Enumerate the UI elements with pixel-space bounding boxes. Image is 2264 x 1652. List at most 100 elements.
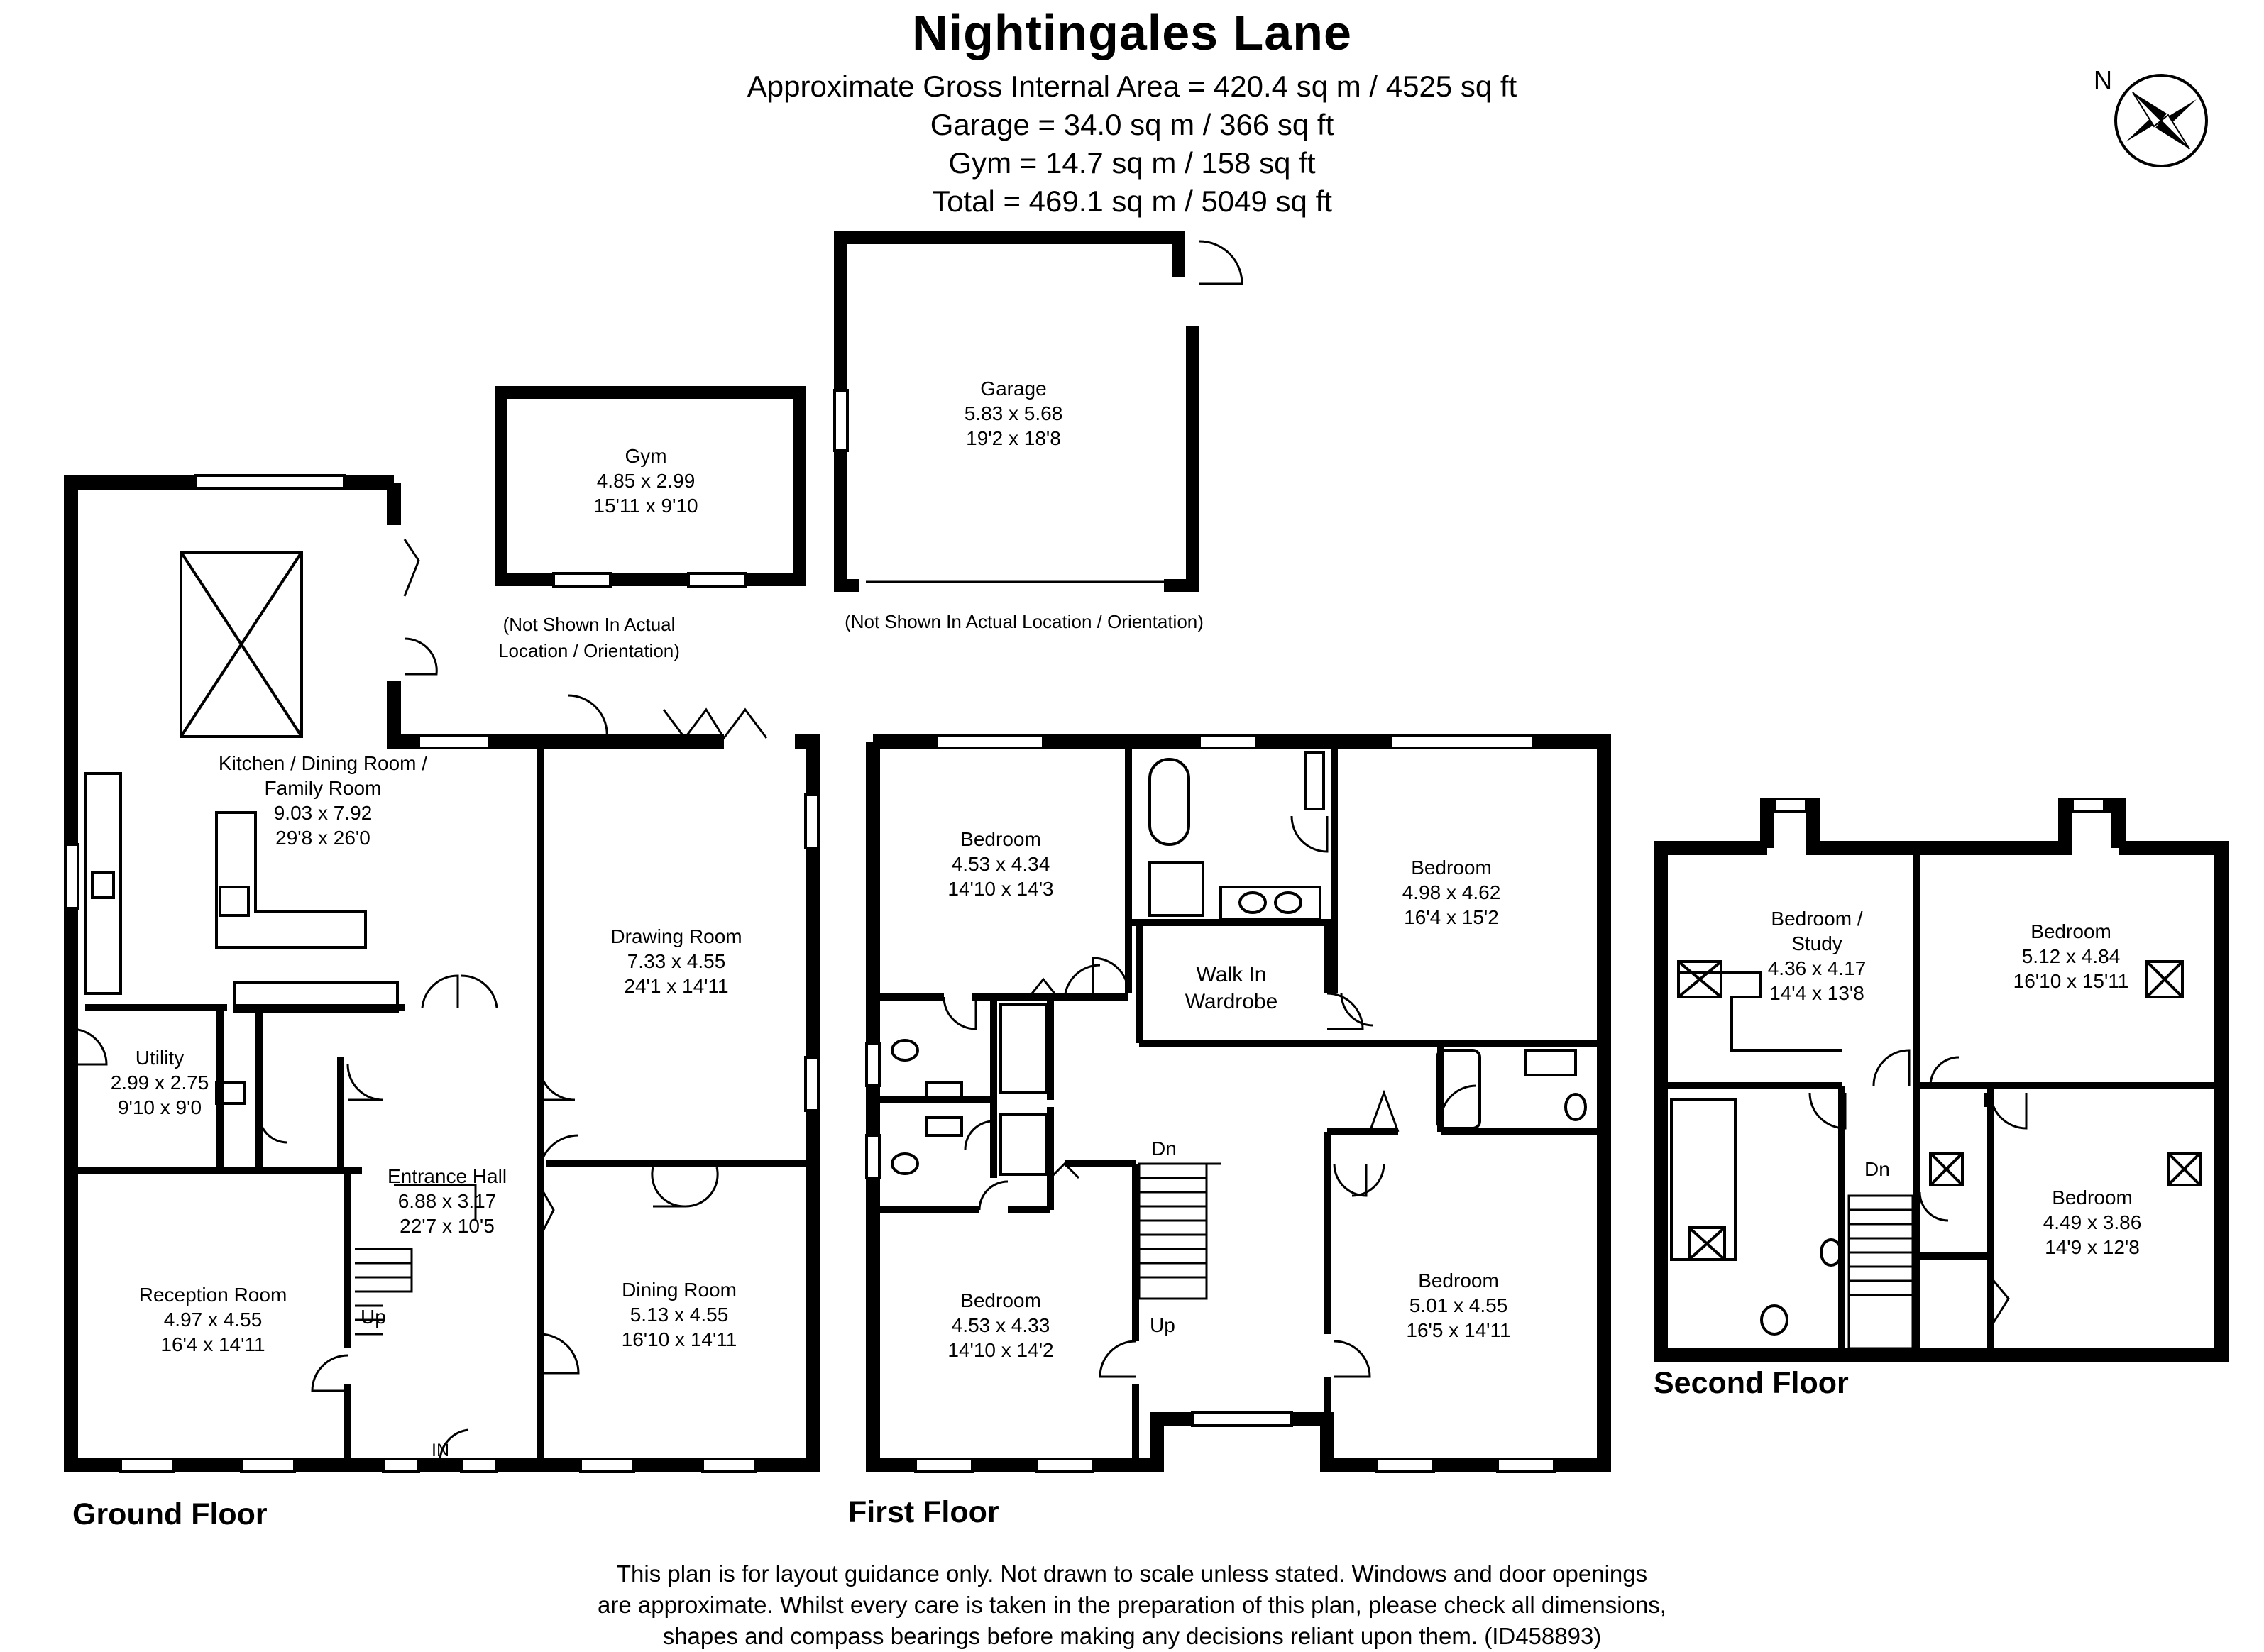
room-metric: 4.36 x 4.17 [1767,957,1867,979]
first-bedroom-4-label: Bedroom 5.01 x 4.55 16'5 x 14'11 [1406,1268,1510,1343]
room-name: Study [1791,932,1842,954]
ground-windows [64,474,820,1473]
room-imperial: 22'7 x 10'5 [400,1215,495,1237]
first-bedroom-1-label: Bedroom 4.53 x 4.34 14'10 x 14'3 [947,827,1053,901]
room-metric: 9.03 x 7.92 [273,802,373,824]
garage-walls [834,231,1199,592]
room-metric: 4.53 x 4.34 [951,853,1050,875]
second-study-label: Bedroom / Study 4.36 x 4.17 14'4 x 13'8 [1768,906,1867,1006]
room-imperial: 16'10 x 14'11 [621,1328,737,1350]
room-name: Bedroom / [1771,908,1863,930]
room-imperial: 16'5 x 14'11 [1406,1319,1511,1341]
room-imperial: 29'8 x 26'0 [275,827,370,849]
room-name: Dining Room [622,1279,737,1301]
room-metric: 4.97 x 4.55 [163,1309,263,1331]
second-windows [1773,798,2106,813]
room-name: Entrance Hall [387,1165,507,1187]
first-fittings [891,751,1587,1176]
first-floor-title: First Floor [848,1495,999,1529]
room-metric: 4.53 x 4.33 [951,1314,1050,1336]
room-name: Gym [625,445,667,467]
room-imperial: 14'10 x 14'2 [947,1339,1054,1361]
ground-stairs [355,1248,413,1336]
ground-floor-inner [67,745,809,1462]
plan-title: Nightingales Lane [912,5,1352,60]
room-metric: 4.98 x 4.62 [1402,881,1501,903]
room-imperial: 14'9 x 12'8 [2045,1236,2140,1258]
second-stairs-down-label: Dn [1864,1158,1890,1180]
gym-label: Gym 4.85 x 2.99 15'11 x 9'10 [593,444,698,518]
room-metric: 4.85 x 2.99 [596,470,696,492]
second-bedroom-6-label: Bedroom 4.49 x 3.86 14'9 x 12'8 [2043,1185,2142,1260]
dining-room-label: Dining Room 5.13 x 4.55 16'10 x 14'11 [622,1277,737,1352]
room-metric: 2.99 x 2.75 [110,1072,209,1094]
room-imperial: 19'2 x 18'8 [966,427,1061,449]
room-imperial: 16'4 x 15'2 [1404,906,1499,928]
first-windows [865,734,1556,1473]
garage-side-window [833,389,849,452]
entrance-hall-label: Entrance Hall 6.88 x 3.17 22'7 x 10'5 [388,1164,507,1238]
room-metric: 5.12 x 4.84 [2021,945,2121,967]
room-imperial: 24'1 x 14'11 [624,975,729,997]
first-bedroom-2-label: Bedroom 4.98 x 4.62 16'4 x 15'2 [1402,855,1501,930]
disclaimer-line: This plan is for layout guidance only. N… [616,1560,1648,1587]
room-name: Garage [980,378,1047,400]
ground-doors [70,539,768,1463]
room-name: Drawing Room [610,925,742,947]
room-name: Utility [135,1047,185,1069]
room-name: Family Room [264,777,382,799]
second-fittings [1670,960,2202,1336]
disclaimer-line: are approximate. Whilst every care is ta… [598,1592,1666,1618]
room-imperial: 14'10 x 14'3 [947,878,1054,900]
room-name: Reception Room [138,1284,287,1306]
kitchen-fittings [84,551,399,1105]
gym-walls [495,386,806,586]
room-metric: 7.33 x 4.55 [627,950,726,972]
room-metric: 4.49 x 3.86 [2043,1211,2142,1233]
room-imperial: 16'4 x 14'11 [160,1333,265,1355]
compass-icon [2114,74,2208,167]
first-stairs-up-label: Up [1150,1314,1175,1336]
first-bedroom-3-label: Bedroom 4.53 x 4.33 14'10 x 14'2 [947,1288,1053,1362]
second-stairs [1847,1194,1914,1350]
reception-room-label: Reception Room 4.97 x 4.55 16'4 x 14'11 [139,1282,287,1357]
second-floor-inner [1664,852,2218,1352]
room-imperial: 16'10 x 15'11 [2013,970,2129,992]
compass-north-label: N [2094,65,2112,94]
garage-label: Garage 5.83 x 5.68 19'2 x 18'8 [965,376,1063,451]
gym-note: (Not Shown In Actual Location / Orientat… [498,612,680,664]
ground-floor-title: Ground Floor [72,1497,268,1531]
first-floor-inner [880,745,1600,1462]
walk-in-wardrobe-label: Walk In Wardrobe [1185,962,1278,1015]
gross-area: Approximate Gross Internal Area = 420.4 … [747,70,1517,103]
total-area: Total = 469.1 sq m / 5049 sq ft [932,185,1332,218]
first-stairs-down-label: Dn [1151,1138,1177,1160]
drawing-room-label: Drawing Room 7.33 x 4.55 24'1 x 14'11 [610,924,742,998]
room-imperial: 9'10 x 9'0 [117,1096,202,1118]
room-name: Bedroom [2052,1186,2133,1208]
garage-area: Garage = 34.0 sq m / 366 sq ft [930,108,1334,141]
room-name: Walk In [1196,963,1267,986]
room-name: Wardrobe [1185,990,1278,1013]
second-bedroom-5-label: Bedroom 5.12 x 4.84 16'10 x 15'11 [2013,919,2129,993]
note-line: Location / Orientation) [498,640,680,661]
room-name: Bedroom [960,828,1041,850]
second-doors [1808,1049,2028,1328]
room-name: Bedroom [1418,1270,1499,1292]
room-metric: 5.83 x 5.68 [964,402,1063,424]
room-name: Bedroom [1411,857,1492,879]
room-name: Kitchen / Dining Room / [218,752,428,774]
room-name: Bedroom [2031,920,2111,942]
room-metric: 6.88 x 3.17 [397,1190,497,1212]
second-floor-walls [1654,798,2229,1362]
utility-label: Utility 2.99 x 2.75 9'10 x 9'0 [111,1045,209,1120]
gym-area: Gym = 14.7 sq m / 158 sq ft [948,146,1316,180]
gym-windows [552,572,747,588]
first-doors [943,815,1477,1378]
room-metric: 5.13 x 4.55 [630,1304,729,1326]
room-imperial: 15'11 x 9'10 [593,495,698,517]
room-imperial: 14'4 x 13'8 [1769,982,1864,1004]
room-name: Bedroom [960,1289,1041,1311]
second-floor-title: Second Floor [1654,1366,1849,1400]
